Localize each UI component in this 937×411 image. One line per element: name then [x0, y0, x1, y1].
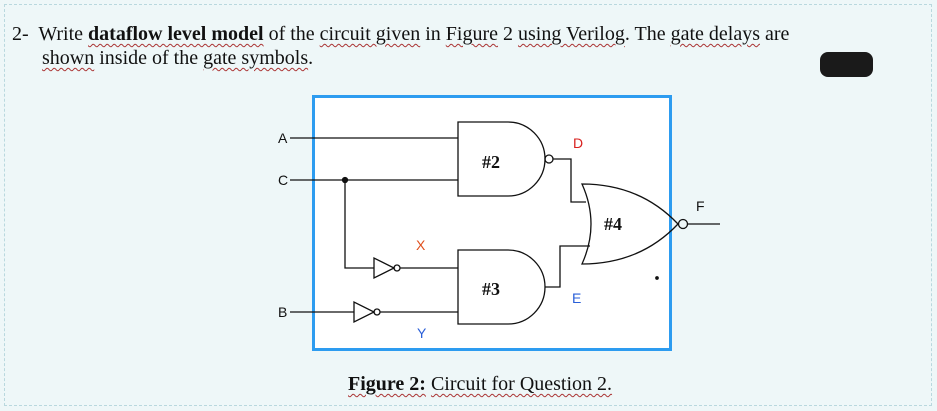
question-word: inside of the: [99, 47, 199, 69]
question-phrase: using Verilog: [517, 23, 625, 45]
question-text: 2- Write dataflow level model of the cir…: [12, 22, 912, 70]
question-bold-phrase: dataflow level model: [88, 23, 264, 45]
question-word: in: [425, 23, 441, 45]
input-label-a: A: [278, 130, 288, 146]
gate-label-2: #2: [482, 152, 500, 172]
signal-label-x: X: [416, 237, 426, 253]
wire-c-branch: [344, 180, 374, 269]
nor-bubble: [677, 218, 689, 230]
nand-bubble: [544, 154, 554, 164]
signal-label-y: Y: [417, 325, 427, 341]
question-word: 2: [502, 23, 513, 45]
caption-label: Figure 2:: [348, 373, 426, 395]
question-word: Write: [38, 23, 84, 45]
question-phrase: gate delays: [670, 23, 760, 45]
not-gate-x: [373, 256, 396, 280]
question-line-2: shown inside of the gate symbols.: [12, 46, 912, 70]
gate-label-4: #4: [604, 214, 622, 234]
wire-e: [545, 245, 590, 288]
question-phrase: gate symbols: [203, 47, 309, 69]
input-label-b: B: [278, 304, 287, 320]
not-gate-y: [353, 300, 376, 324]
question-phrase: circuit given: [319, 23, 421, 45]
nand-gate-2: [457, 121, 546, 197]
gate-label-3: #3: [482, 279, 500, 299]
redaction-mark: [820, 52, 873, 77]
caption-text: Circuit for Question 2.: [430, 373, 613, 395]
page-frame: [4, 4, 932, 406]
stray-dot: [655, 276, 659, 280]
question-phrase: Figure: [445, 23, 498, 45]
question-word: of the: [268, 23, 315, 45]
signal-label-d: D: [573, 135, 583, 151]
question-word: . The: [624, 23, 666, 45]
question-word: .: [308, 47, 314, 69]
question-phrase: shown: [42, 47, 95, 69]
circuit-frame: [312, 95, 672, 351]
question-number: 2-: [12, 23, 29, 45]
nor-gate-4: [580, 183, 679, 265]
output-label-f: F: [696, 198, 705, 214]
and-gate-3: [457, 249, 546, 325]
question-word: are: [764, 23, 790, 45]
input-label-c: C: [278, 172, 288, 188]
figure-caption: Figure 2: Circuit for Question 2.: [348, 373, 612, 396]
circuit-diagram: A C B X Y #2 D #3 E #4 F: [278, 121, 720, 341]
wire-d: [553, 158, 586, 203]
signal-label-e: E: [572, 290, 581, 306]
